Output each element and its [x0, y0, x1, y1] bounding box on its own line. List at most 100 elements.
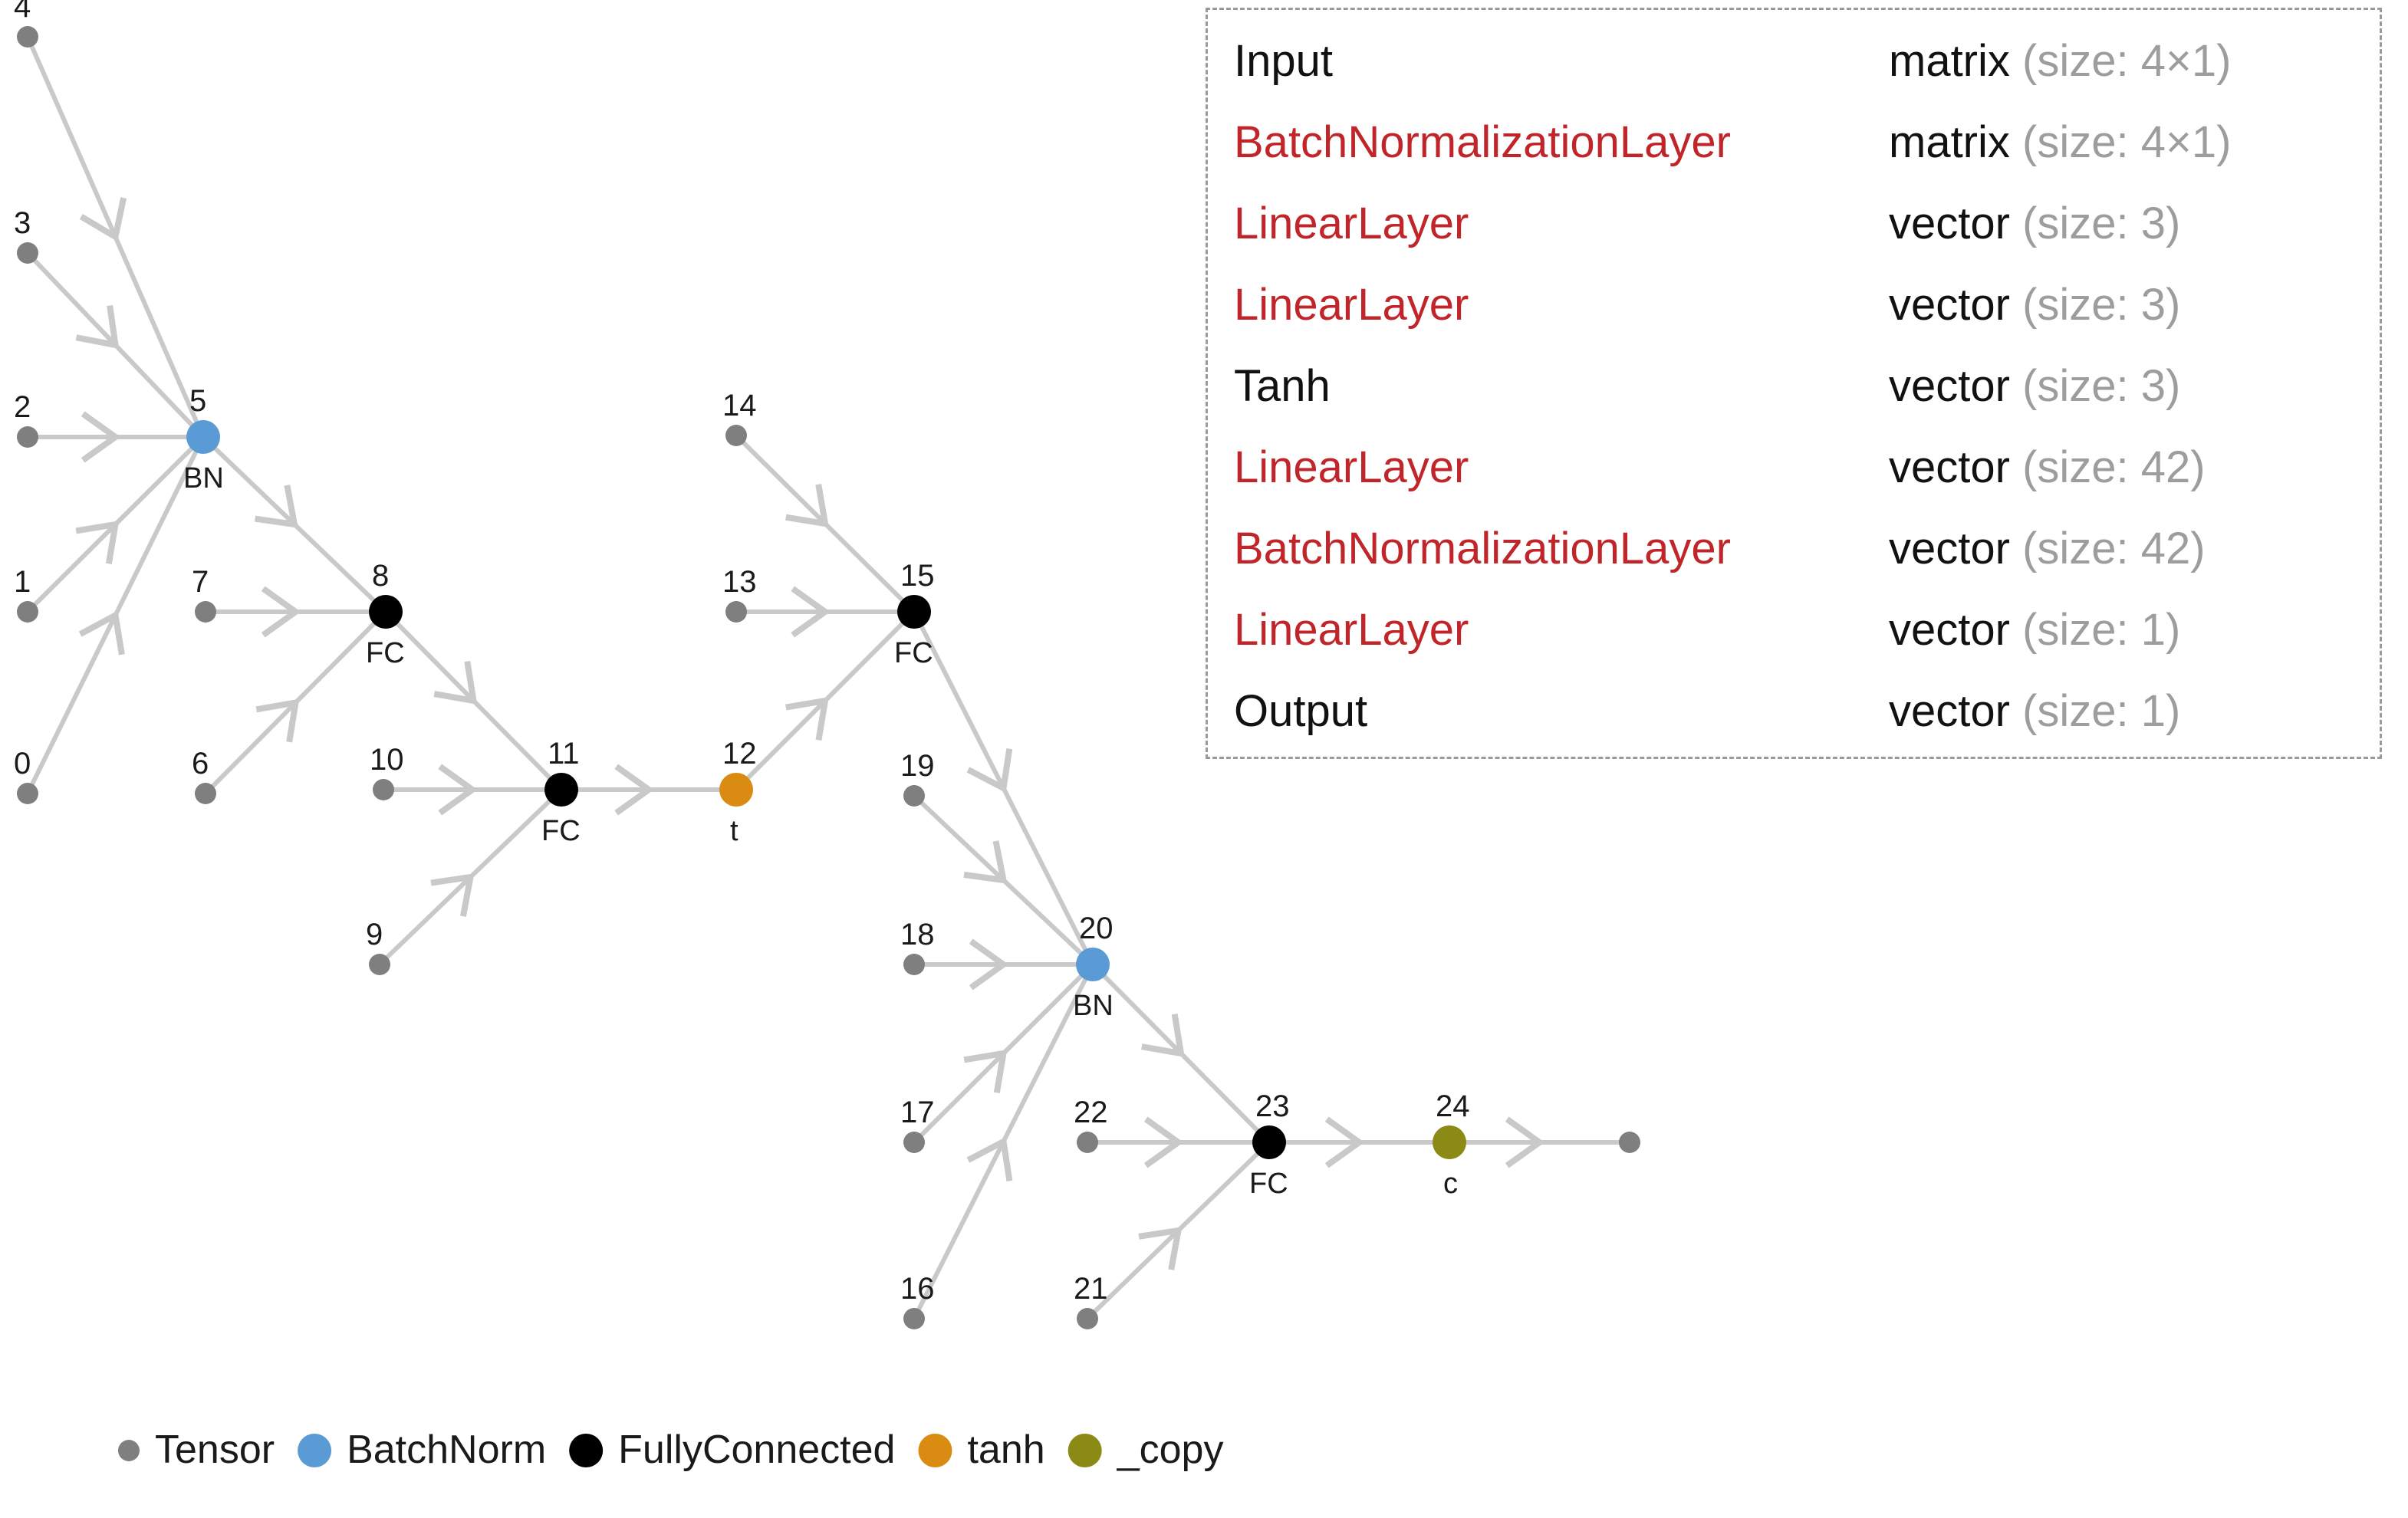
- graph-node-16[interactable]: 16: [900, 1272, 935, 1329]
- graph-node-14[interactable]: 14: [722, 389, 757, 446]
- node-dot-tensor[interactable]: [17, 26, 38, 48]
- node-dot-tensor[interactable]: [903, 785, 925, 807]
- graph-node-22[interactable]: 22: [1074, 1096, 1108, 1153]
- graph-node-18[interactable]: 18: [900, 918, 935, 975]
- node-index-label: 19: [900, 749, 935, 783]
- node-index-label: 8: [372, 559, 389, 593]
- graph-node-6[interactable]: 6: [192, 747, 216, 804]
- graph-node-5[interactable]: 5BN: [183, 384, 224, 495]
- node-dot-tensor[interactable]: [903, 1308, 925, 1329]
- graph-node-10[interactable]: 10: [370, 743, 404, 800]
- summary-size-text: (size: 1): [2022, 686, 2181, 736]
- graph-node-4[interactable]: 4: [14, 0, 38, 48]
- graph-node-13[interactable]: 13: [722, 565, 757, 623]
- node-index-label: 15: [900, 559, 935, 593]
- edge-arrowhead: [1138, 1227, 1183, 1270]
- node-index-label: 24: [1436, 1089, 1470, 1123]
- summary-type-word: vector: [1889, 199, 2010, 248]
- node-dot-tensor[interactable]: [1619, 1132, 1640, 1153]
- node-dot-tensor[interactable]: [195, 783, 216, 804]
- edge-arrowhead: [438, 764, 478, 816]
- legend-swatch-icon: [1067, 1434, 1102, 1467]
- node-dot-tensor[interactable]: [17, 242, 38, 264]
- node-dot-batchnorm[interactable]: [1076, 948, 1110, 981]
- graph-node-19[interactable]: 19: [900, 749, 935, 807]
- node-dot-batchnorm[interactable]: [186, 420, 220, 454]
- node-dot-tensor[interactable]: [903, 954, 925, 975]
- summary-size-text: (size: 4×1): [2022, 36, 2232, 86]
- node-dot-copy[interactable]: [1433, 1125, 1466, 1159]
- legend-label: BatchNorm: [347, 1428, 546, 1472]
- node-index-label: 23: [1255, 1089, 1290, 1123]
- summary-type-word: vector: [1889, 686, 2010, 736]
- node-dot-tensor[interactable]: [903, 1132, 925, 1153]
- node-index-label: 6: [192, 747, 209, 780]
- edge-arrowhead: [75, 304, 120, 349]
- graph-node-24[interactable]: 24c: [1433, 1089, 1470, 1200]
- summary-row: Output vector (size: 1): [1208, 671, 2380, 752]
- node-index-label: 13: [722, 565, 757, 599]
- summary-output-type: vector (size: 3): [1872, 183, 2380, 264]
- node-dot-tensor[interactable]: [17, 426, 38, 448]
- graph-node-1[interactable]: 1: [14, 565, 38, 623]
- graph-node-2[interactable]: 2: [14, 390, 38, 448]
- node-dot-tensor[interactable]: [725, 425, 747, 446]
- graph-node-12[interactable]: 12t: [719, 737, 757, 847]
- edge-arrowhead: [1143, 1116, 1184, 1168]
- summary-size-text: (size: 3): [2022, 361, 2181, 411]
- node-type-tag: FC: [366, 637, 405, 669]
- node-index-label: 0: [14, 747, 31, 780]
- node-dot-fullyconnected[interactable]: [544, 773, 578, 807]
- node-dot-fullyconnected[interactable]: [369, 595, 403, 629]
- node-dot-tensor[interactable]: [725, 601, 747, 623]
- summary-size-text: (size: 4×1): [2022, 117, 2232, 167]
- node-index-label: 22: [1074, 1096, 1108, 1129]
- summary-size-text: (size: 1): [2022, 605, 2181, 655]
- summary-layer-name: LinearLayer: [1234, 605, 1469, 655]
- graph-node-7[interactable]: 7: [192, 565, 216, 623]
- summary-output-type: vector (size: 3): [1872, 264, 2380, 346]
- graph-node-0[interactable]: 0: [14, 747, 38, 804]
- node-dot-fullyconnected[interactable]: [897, 595, 931, 629]
- node-dot-tensor[interactable]: [1077, 1132, 1098, 1153]
- graph-node-out[interactable]: [1619, 1132, 1640, 1153]
- node-dot-tensor[interactable]: [1077, 1308, 1098, 1329]
- edge-layer: [25, 35, 1630, 1321]
- graph-node-9[interactable]: 9: [366, 918, 390, 975]
- summary-layer-name: LinearLayer: [1234, 442, 1469, 492]
- edge-13-15: [736, 586, 914, 638]
- node-index-label: 5: [189, 384, 206, 418]
- node-dot-tensor[interactable]: [373, 779, 394, 800]
- node-dot-tensor[interactable]: [195, 601, 216, 623]
- node-dot-tensor[interactable]: [369, 954, 390, 975]
- node-index-label: 20: [1079, 912, 1114, 945]
- summary-layer-name: Output: [1234, 686, 1368, 736]
- legend-item-tanh: tanh: [918, 1428, 1045, 1472]
- edge-arrowhead: [966, 1136, 1013, 1181]
- node-dot-tensor[interactable]: [17, 783, 38, 804]
- summary-layer-name: LinearLayer: [1234, 199, 1469, 248]
- graph-node-8[interactable]: 8FC: [366, 559, 405, 669]
- graph-node-17[interactable]: 17: [900, 1096, 935, 1153]
- edge-2-5: [28, 411, 203, 463]
- node-index-label: 14: [722, 389, 757, 422]
- node-dot-tanh[interactable]: [719, 773, 753, 807]
- graph-node-21[interactable]: 21: [1074, 1272, 1108, 1329]
- node-index-label: 11: [548, 737, 580, 770]
- edge-arrowhead: [963, 1050, 1008, 1093]
- node-dot-fullyconnected[interactable]: [1252, 1125, 1286, 1159]
- edge-5-8: [201, 435, 388, 614]
- graph-node-3[interactable]: 3: [14, 206, 38, 264]
- legend-label: tanh: [967, 1428, 1044, 1472]
- node-dot-tensor[interactable]: [17, 601, 38, 623]
